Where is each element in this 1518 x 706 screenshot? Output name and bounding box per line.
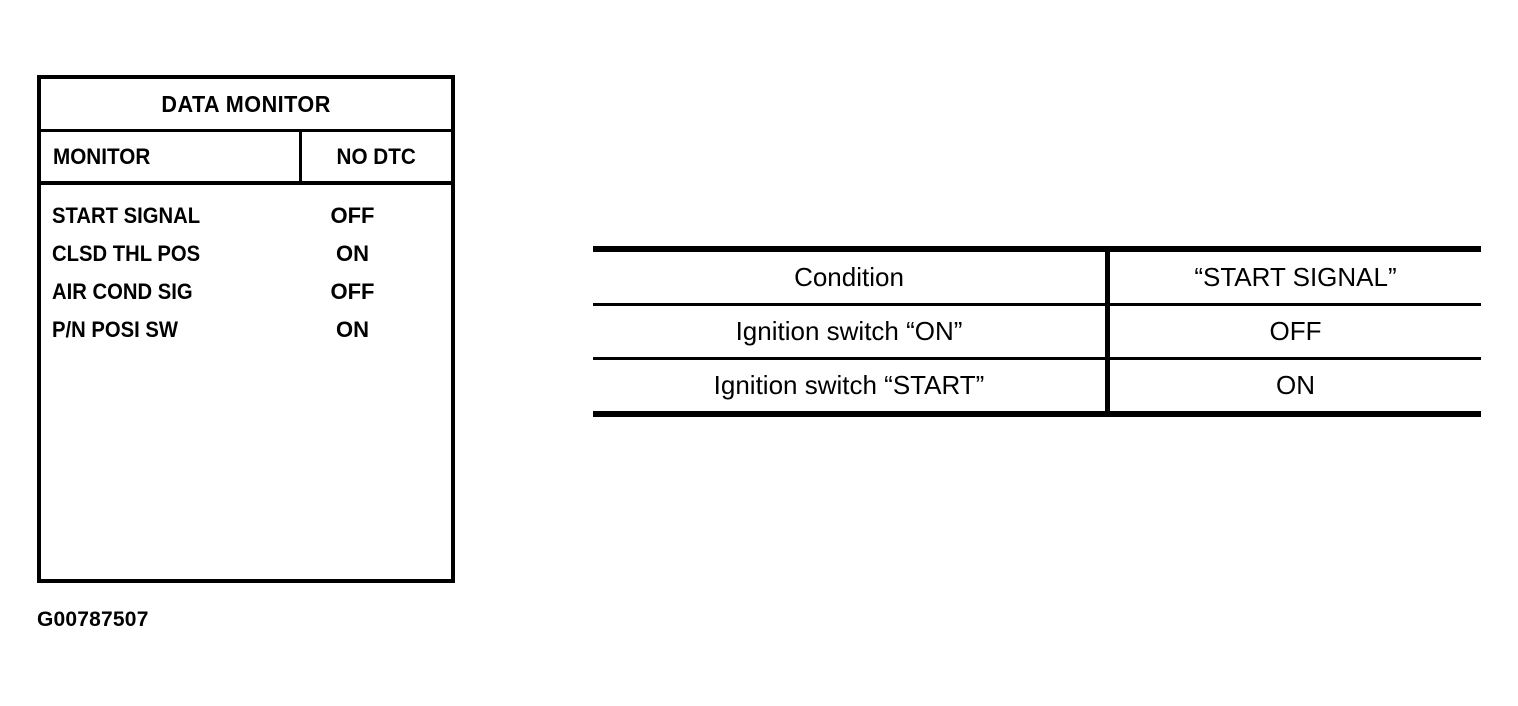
data-monitor-title: DATA MONITOR xyxy=(161,90,331,117)
signal-value-cell: OFF xyxy=(1269,316,1322,346)
monitor-item-label: P/N POSI SW xyxy=(52,317,179,342)
data-monitor-title-row: DATA MONITOR xyxy=(41,79,451,132)
condition-signal-table: Condition “START SIGNAL” Ignition switch… xyxy=(593,246,1481,417)
monitor-item-label: AIR COND SIG xyxy=(52,279,193,304)
column-header-monitor: MONITOR xyxy=(53,143,151,169)
monitor-item-value: ON xyxy=(336,317,369,342)
monitor-item-value: OFF xyxy=(330,279,375,304)
monitor-item-value: ON xyxy=(336,241,369,266)
column-header-status-cell: NO DTC xyxy=(302,132,451,181)
table-row: CLSD THL POS ON xyxy=(41,241,451,279)
monitor-item-value: OFF xyxy=(330,203,375,228)
table-row: START SIGNAL OFF xyxy=(41,203,451,241)
monitor-item-label: CLSD THL POS xyxy=(52,241,201,266)
column-header-monitor-cell: MONITOR xyxy=(41,132,302,181)
table-row: Ignition switch “START” ON xyxy=(593,357,1481,411)
table-row: Ignition switch “ON” OFF xyxy=(593,303,1481,357)
table-row: P/N POSI SW ON xyxy=(41,317,451,355)
column-header-status: NO DTC xyxy=(336,143,417,169)
table-row: AIR COND SIG OFF xyxy=(41,279,451,317)
signal-value-cell: ON xyxy=(1276,370,1315,400)
monitor-item-label: START SIGNAL xyxy=(52,203,201,228)
condition-table-header-row: Condition “START SIGNAL” xyxy=(593,252,1481,303)
condition-column-header: Condition xyxy=(593,252,1110,303)
data-monitor-header-row: MONITOR NO DTC xyxy=(41,132,451,185)
signal-column-header: “START SIGNAL” xyxy=(1194,262,1397,292)
data-monitor-body: START SIGNAL OFF CLSD THL POS ON AIR CON… xyxy=(41,185,451,355)
data-monitor-panel: DATA MONITOR MONITOR NO DTC START SIGNAL… xyxy=(37,75,455,583)
condition-cell: Ignition switch “START” xyxy=(593,360,1110,411)
figure-caption: G00787507 xyxy=(37,608,149,631)
condition-cell: Ignition switch “ON” xyxy=(593,306,1110,357)
